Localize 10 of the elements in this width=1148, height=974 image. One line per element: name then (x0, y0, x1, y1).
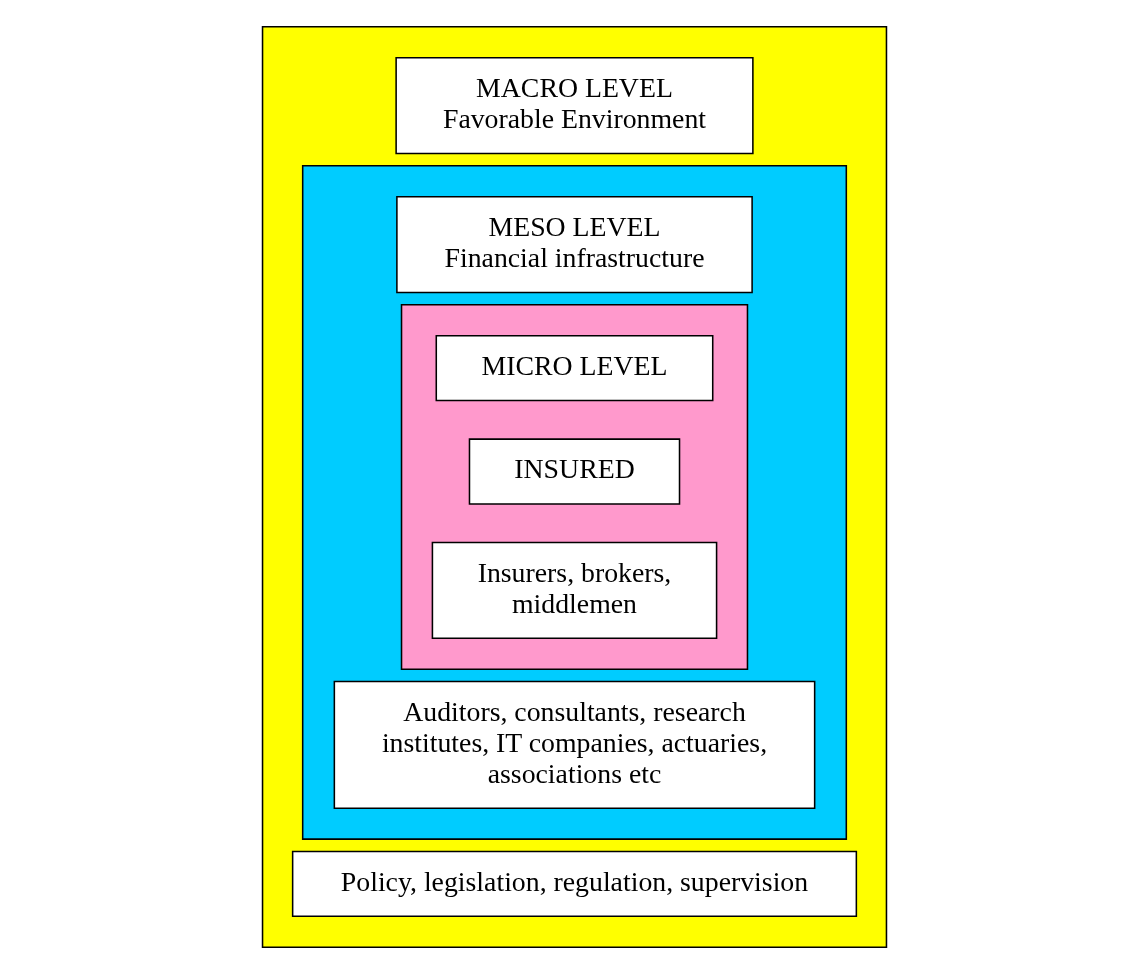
node-box: MICRO LEVEL (435, 334, 713, 402)
node-box: Auditors, consultants, research institutes, IT companies, actuaries, associations etc (333, 680, 815, 809)
node-box: INSURED (468, 438, 680, 505)
cluster (400, 304, 748, 670)
cluster (301, 165, 847, 840)
node-box: Policy, legislation, regulation, supervision (291, 850, 857, 918)
node-box: MESO LEVEL Financial infrastructure (395, 195, 753, 294)
cluster (261, 26, 887, 948)
node-box: MACRO LEVEL Favorable Environment (394, 56, 754, 155)
node-box: Insurers, brokers, middlemen (431, 541, 717, 640)
